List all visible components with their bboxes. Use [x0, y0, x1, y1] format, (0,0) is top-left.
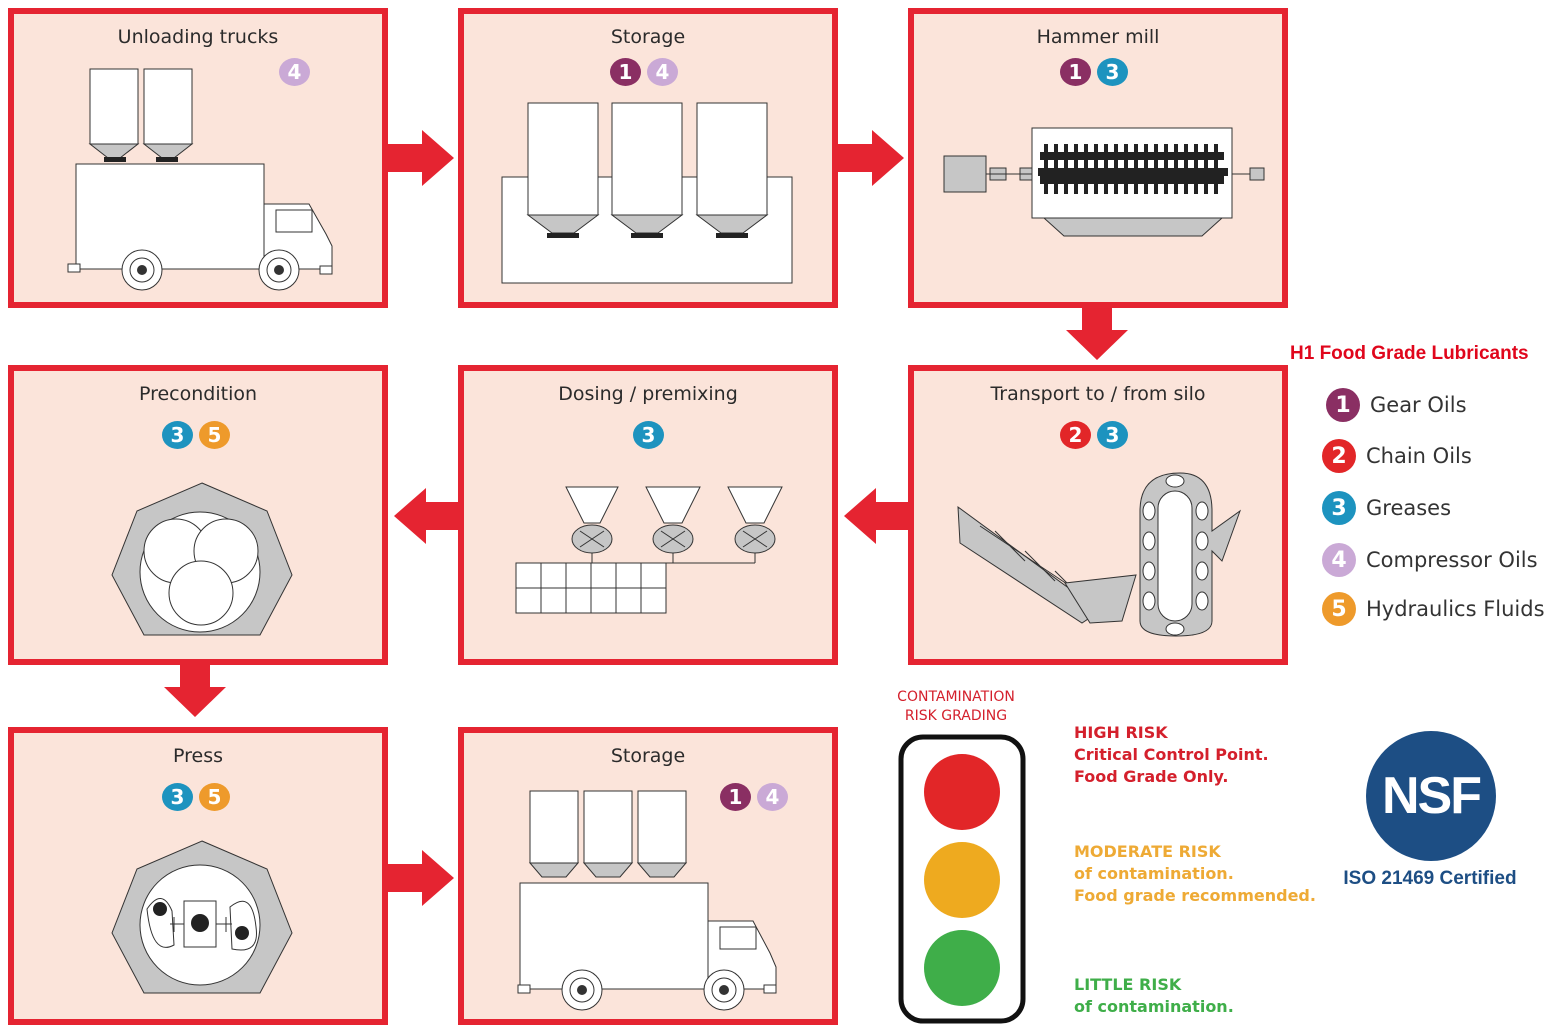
risk-high: HIGH RISK Critical Control Point. Food G…: [1074, 722, 1269, 788]
badge-greases: 3: [162, 421, 193, 449]
stage-precondition: Precondition 3 5: [8, 365, 388, 665]
legend-label: Gear Oils: [1370, 393, 1467, 417]
risk-high-line3: Food Grade Only.: [1074, 767, 1229, 786]
press-illustration: [111, 840, 293, 994]
legend-badge: 5: [1322, 592, 1356, 626]
stage-hammer-mill: Hammer mill 1 3: [908, 8, 1288, 308]
risk-little-line2: of contamination.: [1074, 997, 1234, 1016]
preconditioner-illustration: [111, 482, 293, 636]
badge-group: 4: [279, 58, 310, 86]
badge-gear-oils: 1: [1060, 58, 1091, 86]
iso-certification-label: ISO 21469 Certified: [1343, 868, 1517, 889]
arrow-right-icon: [838, 130, 904, 186]
stage-title: Dosing / premixing: [558, 383, 738, 405]
legend-title: H1 Food Grade Lubricants: [1290, 343, 1529, 364]
stage-title: Press: [172, 745, 223, 767]
arrow-down-icon: [1066, 308, 1128, 360]
risk-moderate-line2: of contamination.: [1074, 864, 1234, 883]
risk-heading-line1: CONTAMINATION: [897, 689, 1015, 705]
stage-title: Transport to / from silo: [990, 383, 1206, 405]
stage-storage-bottom: Storage 1 4: [458, 727, 838, 1025]
arrow-left-icon: [844, 488, 910, 544]
stage-title: Hammer mill: [1036, 26, 1160, 48]
badge-group: 3: [633, 421, 664, 449]
arrow-down-icon: [164, 665, 226, 717]
truck-loading-illustration: [517, 790, 777, 1011]
badge-group: 1 3: [1060, 58, 1128, 86]
badge-group: 2 3: [1060, 421, 1128, 449]
risk-little: LITTLE RISK of contamination.: [1074, 974, 1234, 1018]
badge-chain-oils: 2: [1060, 421, 1091, 449]
stage-title: Unloading trucks: [117, 26, 279, 48]
stage-dosing-premixing: Dosing / premixing 3: [458, 365, 838, 665]
nsf-logo: NSF: [1366, 731, 1496, 861]
badge-gear-oils: 1: [610, 58, 641, 86]
legend-badge: 3: [1322, 491, 1356, 525]
badge-group: 3 5: [162, 783, 230, 811]
legend-item-chain-oils: 2 Chain Oils: [1322, 439, 1472, 473]
risk-little-title: LITTLE RISK: [1074, 975, 1182, 994]
legend-item-compressor-oils: 4 Compressor Oils: [1322, 543, 1538, 577]
legend-badge: 4: [1322, 543, 1356, 577]
badge-greases: 3: [1097, 58, 1128, 86]
arrow-right-icon: [388, 130, 454, 186]
stage-storage-top: Storage 1 4: [458, 8, 838, 308]
legend-label: Hydraulics Fluids: [1366, 597, 1545, 621]
conveyor-elevator-illustration: [957, 472, 1242, 637]
storage-silos-illustration: [501, 102, 793, 284]
truck-with-silos-illustration: [67, 68, 333, 291]
traffic-light-icon: [898, 734, 1026, 1024]
badge-gear-oils: 1: [720, 783, 751, 811]
legend-item-greases: 3 Greases: [1322, 491, 1451, 525]
stage-title: Storage: [610, 745, 686, 767]
risk-grading-heading: CONTAMINATION RISK GRADING: [888, 688, 1024, 726]
risk-high-line2: Critical Control Point.: [1074, 745, 1269, 764]
badge-greases: 3: [633, 421, 664, 449]
stage-transport-silo: Transport to / from silo 2 3: [908, 365, 1288, 665]
badge-compressor-oils: 4: [757, 783, 788, 811]
risk-moderate-title: MODERATE RISK: [1074, 842, 1221, 861]
legend-badge: 2: [1322, 439, 1356, 473]
arrow-left-icon: [394, 488, 460, 544]
risk-high-title: HIGH RISK: [1074, 723, 1168, 742]
legend-item-gear-oils: 1 Gear Oils: [1326, 388, 1467, 422]
dosing-hoppers-illustration: [515, 486, 783, 614]
risk-moderate: MODERATE RISK of contamination. Food gra…: [1074, 841, 1316, 907]
stage-title: Precondition: [138, 383, 258, 405]
stage-press: Press 3 5: [8, 727, 388, 1025]
badge-group: 3 5: [162, 421, 230, 449]
legend-label: Compressor Oils: [1366, 548, 1538, 572]
badge-group: 1 4: [610, 58, 678, 86]
badge-compressor-oils: 4: [647, 58, 678, 86]
legend-item-hydraulics-fluids: 5 Hydraulics Fluids: [1322, 592, 1545, 626]
legend-label: Greases: [1366, 496, 1452, 520]
badge-greases: 3: [1097, 421, 1128, 449]
badge-compressor-oils: 4: [279, 58, 310, 86]
badge-hydraulics-fluids: 5: [199, 421, 230, 449]
stage-unloading-trucks: Unloading trucks 4: [8, 8, 388, 308]
badge-greases: 3: [162, 783, 193, 811]
legend-badge: 1: [1326, 388, 1360, 422]
nsf-logo-text: NSF: [1382, 767, 1482, 825]
stage-title: Storage: [610, 26, 686, 48]
hammer-mill-illustration: [943, 127, 1265, 237]
badge-hydraulics-fluids: 5: [199, 783, 230, 811]
arrow-right-icon: [388, 850, 454, 906]
legend-label: Chain Oils: [1366, 444, 1472, 468]
risk-moderate-line3: Food grade recommended.: [1074, 886, 1316, 905]
risk-heading-line2: RISK GRADING: [904, 708, 1008, 724]
badge-group: 1 4: [720, 783, 788, 811]
